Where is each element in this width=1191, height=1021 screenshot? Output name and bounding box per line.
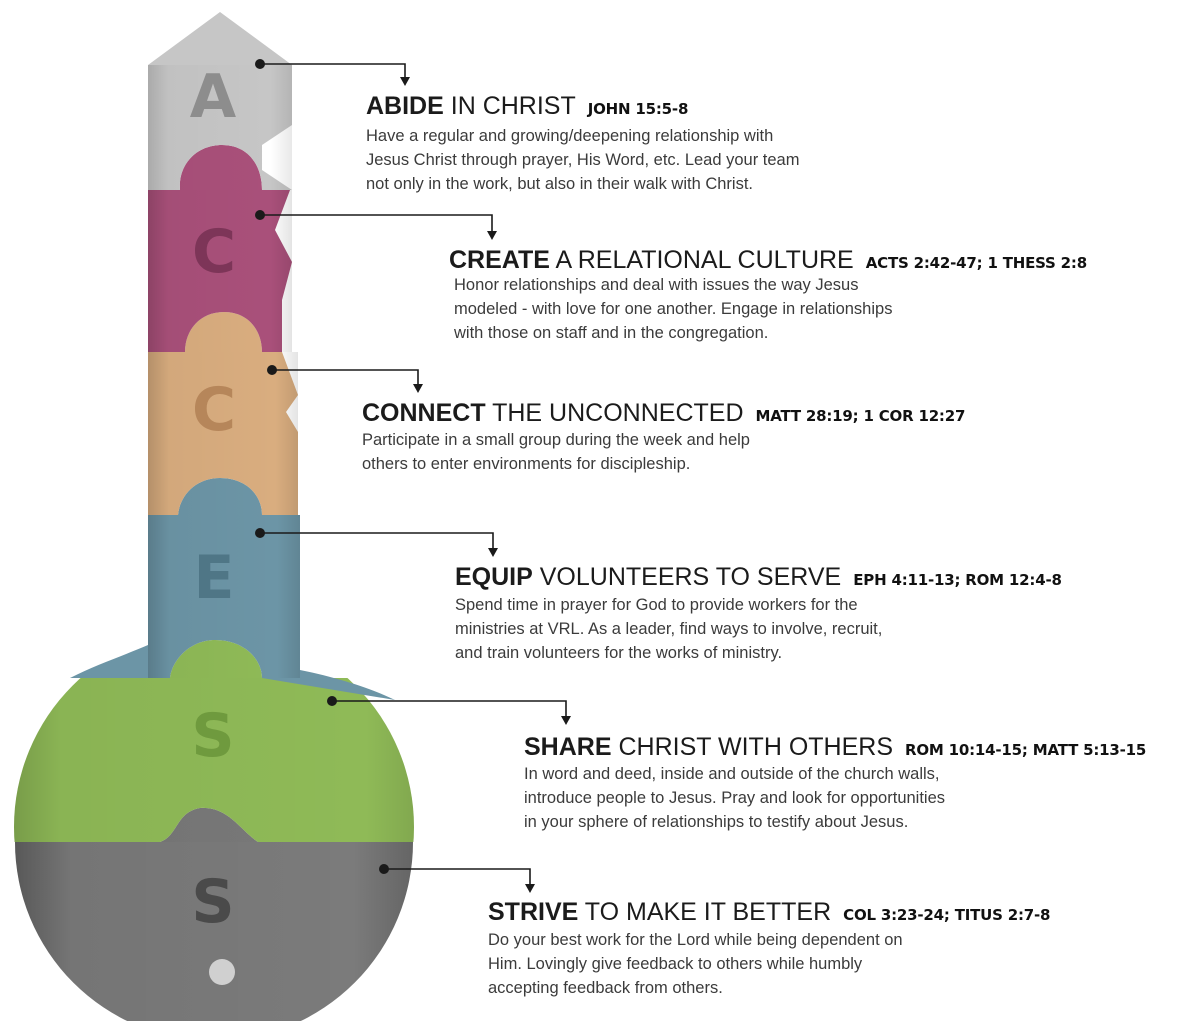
connector-arrowhead	[413, 384, 423, 393]
scripture-reference: ACTS 2:42-47; 1 THESS 2:8	[865, 254, 1087, 272]
item-keyword: STRIVE	[488, 898, 579, 926]
item-create: CREATE A RELATIONAL CULTURE ACTS 2:42-47;…	[449, 246, 1087, 345]
item-heading: SHARE CHRIST WITH OTHERS ROM 10:14-15; MA…	[524, 733, 1146, 764]
item-heading: CONNECT THE UNCONNECTED MATT 28:19; 1 COR…	[362, 399, 965, 430]
share-puzzle-piece: S	[14, 640, 414, 842]
abide-puzzle-piece: A	[148, 12, 292, 190]
piece-letter: A	[190, 62, 237, 132]
piece-letter: C	[192, 375, 236, 445]
strive-puzzle-piece: S	[15, 807, 413, 1021]
item-title: CHRIST WITH OTHERS	[611, 733, 893, 761]
connector-line	[384, 868, 531, 885]
equip-puzzle-piece: E	[70, 478, 395, 700]
connector-arrowhead	[487, 231, 497, 240]
item-equip: EQUIP VOLUNTEERS TO SERVE EPH 4:11-13; RO…	[455, 563, 1062, 665]
item-keyword: CONNECT	[362, 399, 486, 427]
connector-line	[260, 63, 406, 78]
item-description: Have a regular and growing/deepening rel…	[366, 127, 800, 193]
connector-line	[272, 369, 419, 385]
connector-line	[260, 214, 493, 232]
item-heading: STRIVE TO MAKE IT BETTER COL 3:23-24; TIT…	[488, 898, 1050, 929]
piece-letter: S	[191, 867, 234, 937]
item-heading: CREATE A RELATIONAL CULTURE ACTS 2:42-47;…	[449, 246, 1087, 277]
item-heading: ABIDE IN CHRIST JOHN 15:5-8	[366, 92, 799, 123]
connector-line	[332, 700, 567, 717]
item-keyword: SHARE	[524, 733, 612, 761]
item-abide: ABIDE IN CHRIST JOHN 15:5-8 Have a regula…	[366, 92, 799, 196]
piece-letter: E	[194, 543, 235, 613]
item-connect: CONNECT THE UNCONNECTED MATT 28:19; 1 COR…	[362, 399, 965, 476]
item-description: In word and deed, inside and outside of …	[524, 765, 946, 831]
item-keyword: ABIDE	[366, 92, 444, 120]
key-ring-hole	[209, 959, 235, 985]
item-description: Do your best work for the Lord while bei…	[488, 931, 903, 997]
item-title: A RELATIONAL CULTURE	[549, 246, 854, 274]
item-description: Spend time in prayer for God to provide …	[455, 596, 883, 662]
connector-arrowhead	[400, 77, 410, 86]
item-keyword: EQUIP	[455, 563, 533, 591]
scripture-reference: MATT 28:19; 1 COR 12:27	[755, 407, 966, 425]
item-strive: STRIVE TO MAKE IT BETTER COL 3:23-24; TIT…	[488, 898, 1050, 1000]
item-heading: EQUIP VOLUNTEERS TO SERVE EPH 4:11-13; RO…	[455, 563, 1062, 594]
scripture-reference: EPH 4:11-13; ROM 12:4-8	[853, 571, 1062, 589]
piece-letter: S	[191, 701, 234, 771]
item-description: Participate in a small group during the …	[362, 431, 750, 473]
connector-arrowhead	[488, 548, 498, 557]
scripture-reference: ROM 10:14-15; MATT 5:13-15	[905, 741, 1147, 759]
item-description: Honor relationships and deal with issues…	[454, 276, 893, 342]
item-title: IN CHRIST	[443, 92, 576, 120]
piece-letter: C	[192, 217, 236, 287]
scripture-reference: COL 3:23-24; TITUS 2:7-8	[843, 906, 1051, 924]
create-puzzle-piece: C	[148, 145, 292, 352]
connect-puzzle-piece: C	[148, 312, 298, 515]
item-keyword: CREATE	[449, 246, 550, 274]
scripture-reference: JOHN 15:5-8	[587, 100, 689, 118]
item-title: TO MAKE IT BETTER	[578, 898, 832, 926]
connector-arrowhead	[561, 716, 571, 725]
connector-lines	[255, 59, 571, 893]
item-title: VOLUNTEERS TO SERVE	[532, 563, 842, 591]
connector-arrowhead	[525, 884, 535, 893]
item-share: SHARE CHRIST WITH OTHERS ROM 10:14-15; MA…	[524, 733, 1146, 834]
item-title: THE UNCONNECTED	[485, 399, 744, 427]
connector-line	[260, 532, 494, 549]
